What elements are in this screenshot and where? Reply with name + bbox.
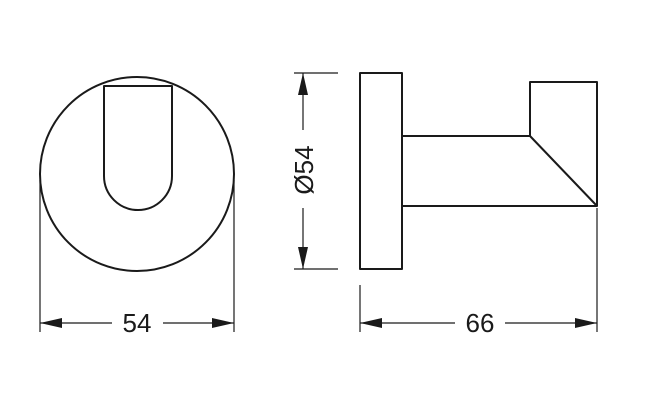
front-rosette-circle — [39, 76, 235, 272]
side-diameter-dimension: Ø54 — [289, 72, 338, 270]
side-hook-arm — [402, 81, 598, 207]
diameter-arrow-top — [298, 73, 308, 95]
front-arrow-left — [40, 318, 62, 328]
front-hook-slot — [103, 85, 173, 211]
side-diameter-label: Ø54 — [289, 145, 319, 194]
front-width-label: 54 — [123, 308, 152, 338]
front-width-dimension: 54 — [39, 180, 235, 338]
side-depth-label: 66 — [466, 308, 495, 338]
side-view — [359, 72, 598, 270]
front-arrow-right — [212, 318, 234, 328]
depth-arrow-right — [575, 318, 597, 328]
side-depth-dimension: 66 — [359, 208, 598, 338]
side-hook-bend-line — [529, 135, 598, 207]
front-view — [39, 76, 235, 272]
depth-arrow-left — [360, 318, 382, 328]
diameter-arrow-bottom — [298, 247, 308, 269]
side-rosette-plate — [359, 72, 403, 270]
